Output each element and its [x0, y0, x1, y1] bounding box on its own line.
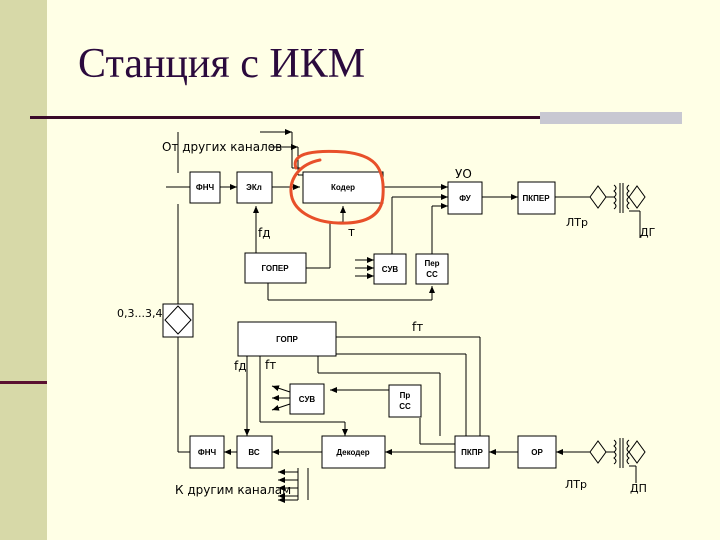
block-go-per: ГОПЕР [244, 252, 307, 284]
title-rule [30, 116, 540, 119]
label-ltr-bottom: ЛТр [565, 478, 587, 491]
block-fnch-top: ФНЧ [189, 171, 221, 204]
block-suv-top: СУВ [373, 253, 407, 285]
block-ekl-label: ЭКл [246, 183, 262, 192]
wires-receive [177, 204, 590, 503]
block-ekl: ЭКл [236, 171, 273, 204]
block-suv-top-label: СУВ [382, 265, 399, 274]
block-pk-pr: ПКПР [454, 435, 490, 469]
line-transformer-bottom [589, 438, 646, 483]
block-pr-ss-label-1: Пр [400, 391, 411, 400]
block-pk-per: ПКПЕР [517, 181, 556, 215]
block-per-ss-label-1: Пер [424, 259, 439, 268]
differential-system [162, 303, 194, 338]
block-pk-pr-label: ПКПР [461, 448, 483, 457]
block-or: ОР [517, 435, 557, 469]
line-transformer-top [589, 183, 646, 238]
block-dekoder-label: Декодер [336, 448, 369, 457]
block-dekoder: Декодер [321, 435, 386, 469]
block-suv-bottom-label: СУВ [299, 395, 316, 404]
block-koder: Кодер [302, 171, 384, 204]
block-vs-label: ВС [248, 448, 259, 457]
label-t-top: т [348, 225, 355, 239]
block-pr-ss-label-2: СС [399, 402, 411, 411]
label-from-other-channels: От других каналов [162, 140, 282, 154]
block-per-ss-label-2: СС [426, 270, 438, 279]
block-vs: ВС [236, 435, 273, 469]
label-fd-mid: fд [234, 359, 247, 373]
label-freq-range: 0,3...3,4 [117, 307, 162, 320]
slide-title: Станция с ИКМ [78, 41, 366, 87]
block-go-per-label: ГОПЕР [261, 264, 289, 273]
block-fu: ФУ [447, 181, 483, 215]
label-ft-mid: fт [265, 358, 276, 372]
label-to-other-channels: К другим каналам [175, 483, 291, 497]
block-koder-label: Кодер [331, 183, 355, 192]
block-go-pr: ГОПР [237, 321, 337, 357]
block-suv-bottom: СУВ [289, 383, 325, 415]
label-fd-top: fд [258, 226, 271, 240]
block-fu-label: ФУ [459, 194, 472, 203]
block-pk-per-label: ПКПЕР [522, 194, 550, 203]
label-ltr-top: ЛТр [566, 216, 588, 229]
block-go-pr-label: ГОПР [276, 335, 298, 344]
block-or-label: ОР [531, 448, 543, 457]
block-fnch-bottom: ФНЧ [189, 435, 225, 469]
label-dg: ДГ [640, 226, 656, 239]
block-fnch-top-label: ФНЧ [196, 183, 215, 192]
label-ft-right: fт [412, 320, 423, 334]
title-rule-accent [540, 112, 682, 124]
left-decor-line [0, 381, 47, 384]
label-uo: УО [455, 167, 472, 181]
left-decor-band [0, 0, 47, 540]
highlight-circle [289, 149, 385, 225]
block-per-ss: Пер СС [415, 253, 449, 285]
label-dp: ДП [630, 482, 647, 495]
block-pr-ss: Пр СС [388, 384, 422, 418]
block-fnch-bottom-label: ФНЧ [198, 448, 217, 457]
